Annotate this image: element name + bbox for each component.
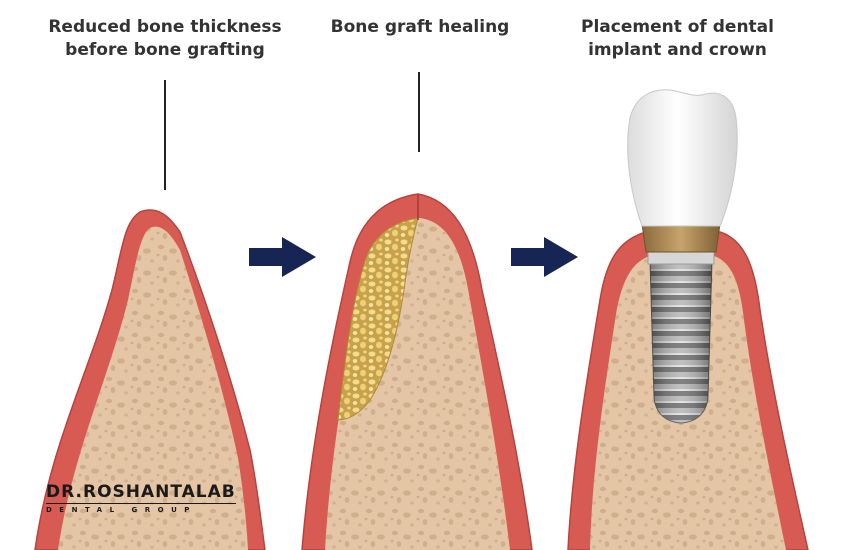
ridge-stage-1	[34, 209, 266, 550]
caption-implant-placement: Placement of dental implant and crown	[545, 16, 810, 62]
caption-graft-healing: Bone graft healing	[300, 16, 540, 39]
implant-shading	[650, 262, 712, 423]
caption-reduced-bone: Reduced bone thickness before bone graft…	[20, 16, 310, 62]
logo-sub-text: DENTAL GROUP	[46, 503, 236, 515]
ridge-stage-3	[567, 89, 809, 550]
ridge-stage-2	[301, 193, 533, 550]
caption-line: Reduced bone thickness	[48, 17, 282, 37]
tooth-crown-icon	[627, 89, 738, 227]
arrow-right-icon	[511, 237, 578, 277]
logo-main-text: DR.ROSHANTALAB	[46, 482, 236, 502]
dental-implant-icon	[647, 249, 715, 424]
caption-line: Placement of dental	[581, 17, 774, 37]
caption-line: Bone graft healing	[330, 17, 510, 37]
caption-line: before bone grafting	[65, 40, 265, 60]
leader-line-stage-1	[164, 80, 166, 190]
abutment	[641, 223, 721, 253]
bone-texture	[58, 226, 248, 550]
leader-line-stage-2	[418, 72, 420, 152]
arrow-right-icon	[249, 237, 316, 277]
caption-line: implant and crown	[588, 40, 767, 60]
brand-logo: DR.ROSHANTALAB DENTAL GROUP	[46, 482, 236, 515]
bone-graft	[337, 217, 419, 421]
